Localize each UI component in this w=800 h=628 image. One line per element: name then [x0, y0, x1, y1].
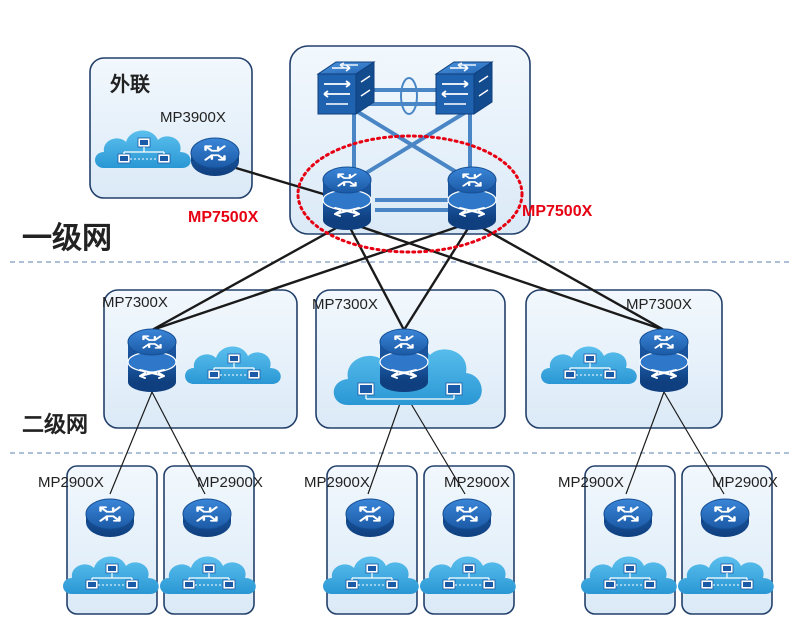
- model-label-access-4: MP2900X: [444, 474, 510, 491]
- link-aggregation-ring: [400, 77, 418, 115]
- model-label-core-left: MP7500X: [188, 209, 259, 226]
- model-label-access-1: MP2900X: [38, 474, 104, 491]
- core-l3-switch-left-icon: [323, 167, 371, 230]
- core-l3-switch-right-icon: [448, 167, 496, 230]
- router-icon: [183, 499, 231, 537]
- core-switch-icon: [317, 61, 375, 115]
- redundancy-ring: [296, 134, 524, 254]
- model-label-access-3: MP2900X: [304, 474, 370, 491]
- router-icon: [443, 499, 491, 537]
- model-label-agg-right: MP7300X: [626, 296, 692, 313]
- router-icon: [346, 499, 394, 537]
- agg-l3-switch-right-icon: [640, 329, 688, 392]
- level2-label: 二级网: [22, 412, 88, 438]
- level1-label: 一级网: [22, 221, 112, 256]
- model-label-access-5: MP2900X: [558, 474, 624, 491]
- model-label-access-6: MP2900X: [712, 474, 778, 491]
- router-icon: [191, 138, 239, 176]
- model-label-agg-left: MP7300X: [102, 294, 168, 311]
- model-label-access-2: MP2900X: [197, 474, 263, 491]
- access-connections: [109, 391, 725, 495]
- model-label-core-right: MP7500X: [522, 203, 593, 220]
- router-icon: [604, 499, 652, 537]
- uplink-connections: [151, 166, 665, 332]
- model-label-agg-middle: MP7300X: [312, 296, 378, 313]
- core-switch-icon: [435, 61, 493, 115]
- agg-l3-switch-left-icon: [128, 329, 176, 392]
- router-icon: [86, 499, 134, 537]
- model-label-mp3900x: MP3900X: [160, 109, 226, 126]
- agg-l3-switch-middle-icon: [380, 329, 428, 392]
- router-icon: [701, 499, 749, 537]
- external-label: 外联: [110, 72, 150, 96]
